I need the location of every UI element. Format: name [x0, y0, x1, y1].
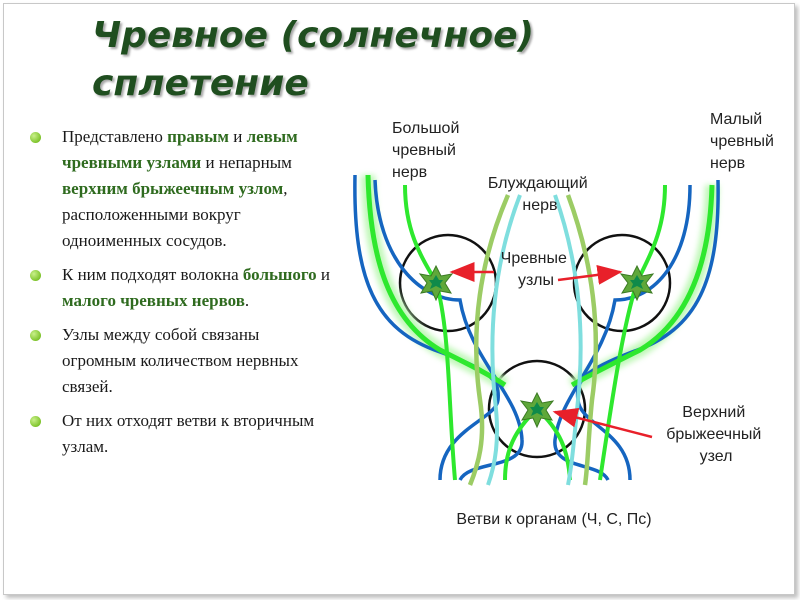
vagus-nerve-label: Блуждающий нерв	[488, 175, 592, 214]
bullet-item: К ним подходят волокна большого и малого…	[30, 262, 330, 314]
right-celiac-ganglion-circle	[572, 233, 672, 333]
superior-mesenteric-label: Верхний брыжеечный узел	[666, 404, 766, 465]
superior-mesenteric-ganglion-circle	[487, 359, 587, 459]
left-green-down-nerve	[434, 281, 457, 481]
right-lesser-branch	[635, 184, 667, 283]
bullet-list: Представлено правым и левым чревными узл…	[30, 124, 330, 468]
bullet-text: .	[244, 291, 250, 310]
left-inner-blue-nerve	[373, 179, 524, 482]
bullet-highlight: левым чревными узлами	[62, 127, 298, 172]
bullet-highlight: малого чревных нервов	[62, 291, 245, 310]
bullet-text: и непарным	[201, 153, 292, 172]
bullet-highlight: правым	[167, 127, 229, 146]
greater-nerve-label: Большой чревный нерв	[392, 120, 464, 181]
vagus-cyan-right	[553, 194, 583, 486]
bullet-highlight: большого	[242, 265, 317, 284]
bullet-text: От них отходят ветви к вторичным узлам.	[62, 411, 315, 456]
right-celiac-ganglion	[619, 264, 655, 302]
bullet-text: Представлено	[62, 127, 168, 146]
title-line-2: сплетение	[92, 63, 309, 104]
left-greater-branch	[403, 184, 438, 284]
bullet-item: От них отходят ветви к вторичным узлам.	[30, 408, 330, 460]
right-green-down-nerve	[598, 281, 639, 481]
bullet-text: К ним подходят волокна	[62, 265, 243, 284]
lesser-nerve-label: Малый чревный нерв	[710, 111, 778, 172]
bullet-item: Представлено правым и левым чревными узл…	[30, 124, 330, 254]
left-greater-nerve	[365, 174, 507, 388]
superior-mesenteric-ganglion	[519, 391, 555, 429]
vagus-olive-right	[565, 194, 599, 486]
bullet-item: Узлы между собой связаны огромным количе…	[30, 322, 330, 400]
bullet-text: и	[316, 265, 330, 284]
left-celiac-ganglion	[418, 264, 454, 302]
celiac-plexus-diagram: Большой чревный нерв Малый чревный нерв …	[353, 111, 778, 528]
arrow-to-right-ganglion	[557, 264, 623, 285]
vagus-olive-left	[467, 194, 511, 486]
branches-label: Ветви к органам (Ч, С, Пс)	[456, 511, 651, 528]
title-line-1: Чревное (солнечное)	[92, 15, 534, 56]
bullet-highlight: верхним брыжеечным узлом	[62, 179, 284, 198]
bullet-text: , расположенными вокруг одноименных сосу…	[62, 179, 288, 250]
bullet-text: и	[228, 127, 247, 146]
slide-title: Чревное (солнечное) сплетение	[92, 12, 534, 108]
bullet-text: Узлы между собой связаны огромным количе…	[62, 325, 299, 396]
celiac-ganglia-label: Чревные узлы	[501, 250, 572, 289]
arrow-to-mesenteric-ganglion	[552, 407, 653, 439]
vagus-cyan-left	[486, 194, 522, 486]
